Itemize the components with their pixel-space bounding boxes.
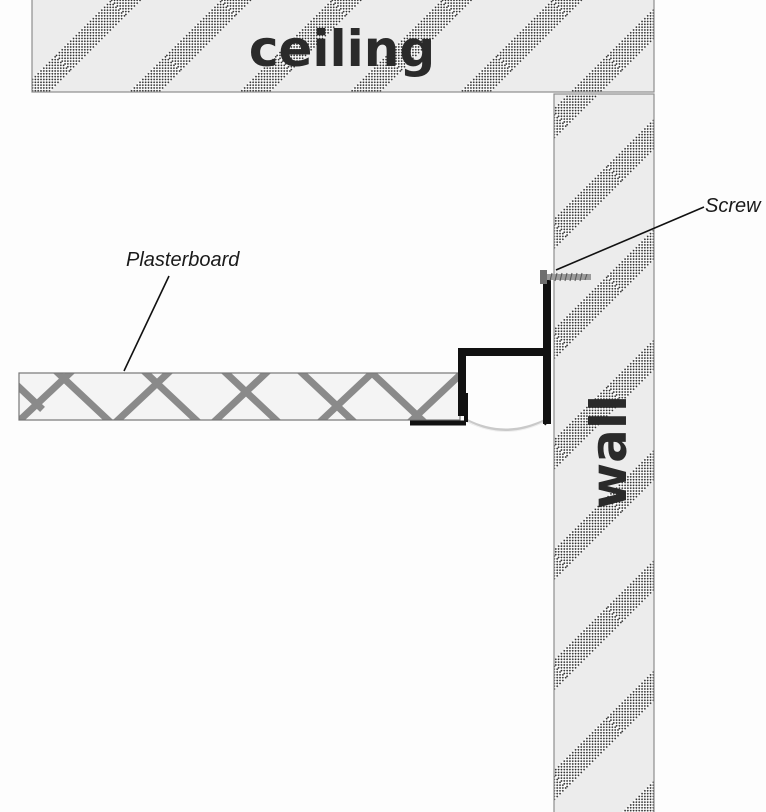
wall-label: wall: [580, 395, 638, 509]
wall-slab: [553, 93, 655, 812]
ceiling-slab: [31, 0, 655, 93]
plasterboard-leader-line: [123, 275, 170, 372]
screw: [540, 270, 591, 284]
plasterboard: [18, 372, 461, 421]
aluminium-profile: [410, 280, 551, 426]
diffuser-lens: [465, 418, 547, 432]
ceiling-label: ceiling: [249, 20, 435, 78]
screw-leader-line: [555, 206, 705, 271]
plasterboard-label: Plasterboard: [126, 249, 240, 271]
screw-label: Screw: [705, 195, 762, 217]
